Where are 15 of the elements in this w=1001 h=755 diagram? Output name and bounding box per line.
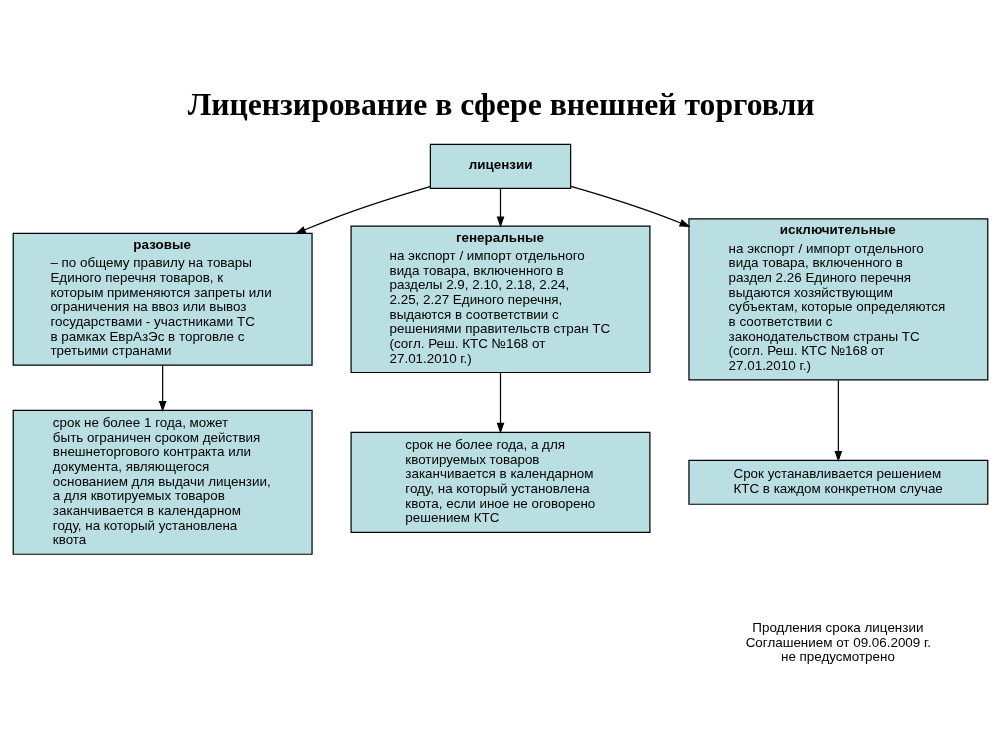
- arrow: [496, 371, 505, 434]
- node-box: Срок устанавливается решением КТС в каждом конкретном случае: [688, 459, 989, 505]
- arrow: [294, 185, 431, 234]
- arrow: [496, 187, 505, 228]
- node-box: лицензии: [429, 143, 572, 189]
- label: Продления срока лицензии Соглашением от 09.06.2009 г. не предусмотрено: [745, 619, 932, 664]
- node-box: исключительные на экспорт / импорт отдельного вида товара, включенного в раздел 2.26 Единого перечня выдаются хозяйствующим субъектам, которые определяются в соответствии с законодательством страны ТС (согл. Реш. КТС №168 от 27.01.2010 г.): [688, 217, 989, 380]
- node-box: срок не более года, а для квотируемых товаров заканчивается в календарном году, на который установлена квота, если иное не оговорено решением КТС: [350, 431, 651, 533]
- arrow: [158, 364, 167, 412]
- diagram-title: Лицензирование в сфере внешней торговли: [187, 86, 815, 122]
- node-box: разовые – по общему правилу на товары Единого перечня товаров, к которым применяются запреты или ограничения на ввоз или вывоз государствами - участниками ТС в рамках ЕврАзЭс в торговле с третьими странами: [12, 232, 313, 366]
- node-box: генеральные на экспорт / импорт отдельного вида товара, включенного в разделы 2.9, 2.10, 2.18, 2.24, 2.25, 2.27 Единого перечня, выдаются в соответствии с решениями правительств стран ТС (согл. Реш. КТС №168 от 27.01.2010 г.): [350, 225, 651, 373]
- node-box: срок не более 1 года, может быть ограничен сроком действия внешнеторгового контракта или документа, являющегося основанием для выдачи лицензии, а для квотируемых товаров заканчивается в календарном году, на который установлена квота: [12, 409, 313, 555]
- arrow: [570, 185, 691, 227]
- arrow: [834, 379, 843, 462]
